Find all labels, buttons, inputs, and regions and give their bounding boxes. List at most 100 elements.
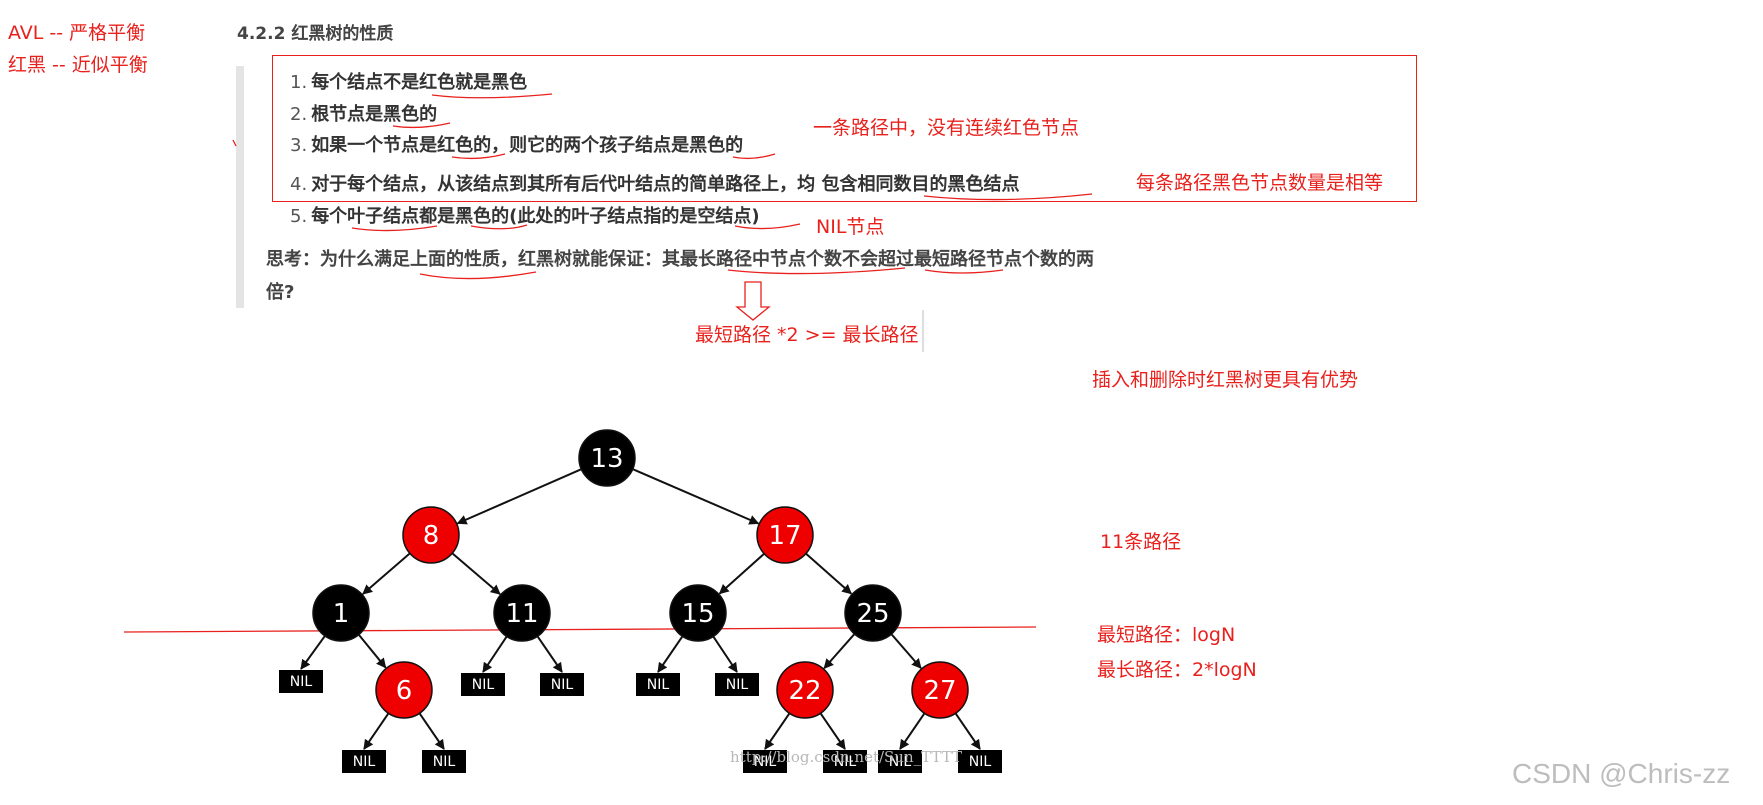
nil-label: NIL (647, 677, 670, 693)
underline-leaf (351, 225, 438, 232)
node-circle (578, 429, 636, 487)
csdn-watermark: CSDN @Chris-zz (1512, 758, 1731, 789)
nil-edge (657, 635, 684, 673)
property-number: 5. (290, 206, 308, 227)
tree-node-15: 15 (669, 584, 727, 642)
nil-label: NIL (889, 754, 912, 770)
nil-leaf: NIL (823, 750, 867, 773)
nil-box (958, 750, 1002, 773)
nil-edge (712, 635, 738, 673)
nil-label: NIL (754, 754, 777, 770)
path-count-note: 11条路径 (1100, 531, 1182, 553)
node-label: 15 (681, 599, 714, 629)
nil-edge (536, 635, 563, 673)
node-label: 8 (423, 521, 440, 551)
property-4: 4.对于每个结点，从该结点到其所有后代叶结点的简单路径上，均 包含相同数目的黑色… (290, 170, 1019, 196)
avl-note: AVL -- 严格平衡 (8, 22, 146, 44)
node-circle (402, 506, 460, 564)
node-label: 1 (333, 599, 350, 629)
node-circle (756, 506, 814, 564)
nil-edge (482, 635, 508, 673)
tree-edge (362, 552, 411, 595)
nil-leaf: NIL (743, 750, 787, 773)
underline-black-children (732, 153, 776, 160)
tree-edge (456, 468, 582, 525)
property-number: 4. (290, 174, 308, 195)
node-label: 27 (923, 676, 956, 706)
longest-path-note: 最长路径：2*logN (1097, 659, 1257, 681)
property-text: 根节点是黑色的 (311, 104, 438, 125)
nil-box (342, 750, 386, 773)
property-text: 每个叶子结点都是黑色的(此处的叶子结点指的是空结点) (311, 206, 760, 227)
node-circle (493, 584, 551, 642)
node-label: 6 (396, 676, 413, 706)
node-circle (844, 584, 902, 642)
nil-leaf: NIL (636, 673, 680, 696)
nil-label: NIL (726, 677, 749, 693)
nil-edge (764, 712, 791, 750)
think-line-2: 倍? (266, 282, 295, 303)
node-label: 11 (505, 599, 538, 629)
advantage-note: 插入和删除时红黑树更具有优势 (1092, 369, 1359, 391)
stray-mark (232, 139, 237, 147)
nil-box (461, 673, 505, 696)
property-5: 5.每个叶子结点都是黑色的(此处的叶子结点指的是空结点) (290, 202, 760, 228)
property-3: 3.如果一个节点是红色的，则它的两个孩子结点是黑色的 (290, 131, 743, 157)
nil-label: NIL (433, 754, 456, 770)
tree-node-8: 8 (402, 506, 460, 564)
nil-box (823, 750, 867, 773)
tree-node-17: 17 (756, 506, 814, 564)
underline-empty-node (734, 223, 801, 230)
node-label: 25 (856, 599, 889, 629)
tree-node-25: 25 (844, 584, 902, 642)
property-1: 1.每个结点不是红色就是黑色 (290, 68, 527, 94)
nil-leaf: NIL (878, 750, 922, 773)
tree-edges (300, 468, 981, 750)
tree-node-22: 22 (776, 661, 834, 719)
nil-leaf: NIL (540, 673, 584, 696)
equal-black-note: 每条路径黑色节点数量是相等 (1136, 172, 1384, 194)
property-text: 对于每个结点，从该结点到其所有后代叶结点的简单路径上，均 包含相同数目的黑色结点 (311, 174, 1020, 195)
nil-label: NIL (969, 754, 992, 770)
node-circle (375, 661, 433, 719)
underline-root-black (392, 122, 451, 129)
nil-label: NIL (353, 754, 376, 770)
nil-leaf: NIL (342, 750, 386, 773)
rb-note: 红黑 -- 近似平衡 (8, 54, 148, 76)
nil-box (636, 673, 680, 696)
tree-node-6: 6 (375, 661, 433, 719)
tree-edge (718, 552, 765, 595)
property-number: 3. (290, 135, 308, 156)
property-text: 每个结点不是红色就是黑色 (311, 72, 528, 93)
nil-edge (899, 712, 926, 750)
node-label: 17 (768, 521, 801, 551)
tree-node-1: 1 (312, 584, 370, 642)
nil-label: NIL (834, 754, 857, 770)
url-watermark: http://blog.csdn.net/Sun_TTTT (730, 748, 962, 766)
underline-black-leaf (470, 224, 528, 230)
nil-label: NIL (290, 674, 313, 690)
nil-leaf: NIL (422, 750, 466, 773)
section-title: 4.2.2 红黑树的性质 (237, 24, 394, 44)
underline-properties (419, 271, 537, 280)
nil-box (422, 750, 466, 773)
nil-node-note: NIL节点 (816, 216, 885, 238)
nil-label: NIL (472, 677, 495, 693)
tree-edge (357, 634, 387, 669)
node-label: 13 (590, 444, 623, 474)
nil-edge (954, 712, 981, 750)
underline-strokes (123, 93, 1093, 633)
think-line-1: 思考：为什么满足上面的性质，红黑树就能保证：其最长路径中节点个数不会超过最短路径… (266, 249, 1094, 270)
nil-leaf: NIL (958, 750, 1002, 773)
tree-node-11: 11 (493, 584, 551, 642)
underline-red (451, 153, 506, 160)
property-number: 1. (290, 72, 308, 93)
node-circle (776, 661, 834, 719)
inequality-note: 最短路径 *2 >= 最长路径 (695, 324, 919, 346)
nil-label: NIL (551, 677, 574, 693)
nil-leaf: NIL (715, 673, 759, 696)
nil-edge (418, 712, 445, 750)
tree-edge (451, 552, 501, 595)
